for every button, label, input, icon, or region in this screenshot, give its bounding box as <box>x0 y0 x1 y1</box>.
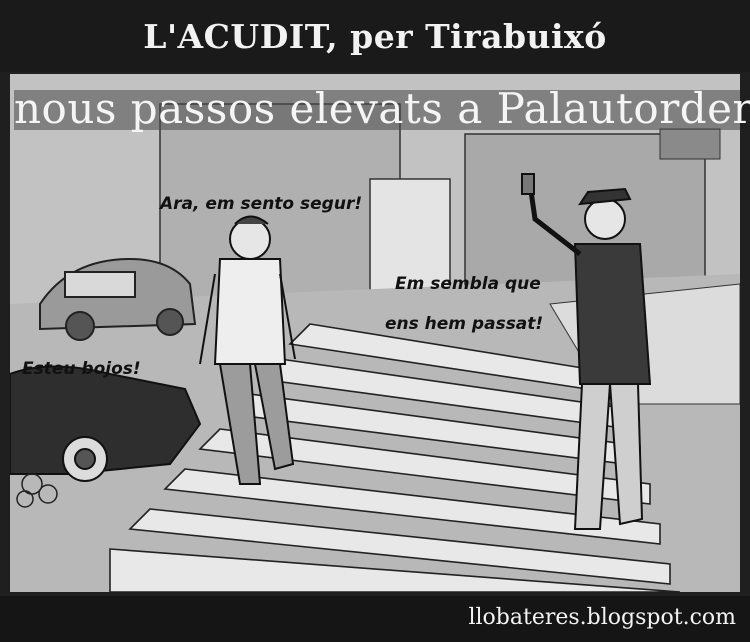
title-bar: L'ACUDIT, per Tirabuixó <box>0 0 750 72</box>
blog-url: llobateres.blogspot.com <box>468 605 736 630</box>
comic-title: L'ACUDIT, per Tirabuixó <box>143 16 607 56</box>
driver-speech: Esteu bojos! <box>22 359 141 379</box>
comic-subtitle: nous passos elevats a Palautordera <box>14 84 750 133</box>
officer-speech-line-2: ens hem passat! <box>385 314 544 334</box>
subtitle-band <box>14 90 740 130</box>
pedestrian-speech: Ara, em sento segur! <box>160 194 363 214</box>
footer-bar <box>0 596 750 642</box>
comic-illustration <box>10 74 740 592</box>
officer-speech-line-1: Em sembla que <box>395 274 541 294</box>
